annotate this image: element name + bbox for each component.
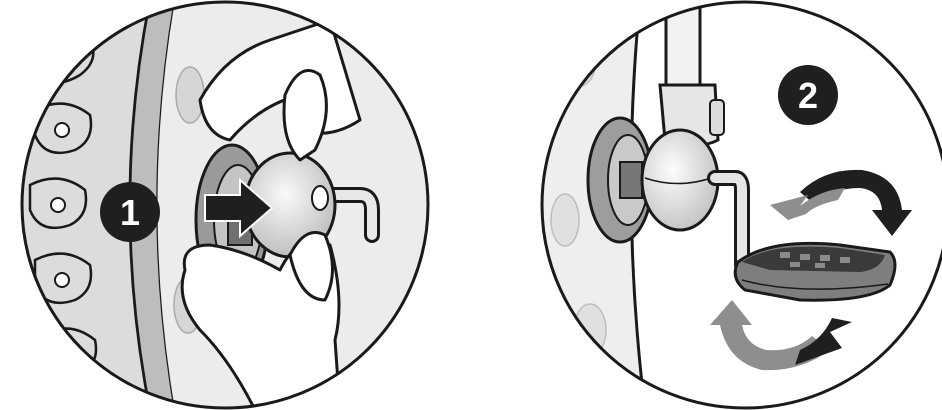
step-1-number: 1 — [120, 192, 140, 233]
step-1-badge: 1 — [100, 182, 160, 242]
step-1-illustration: 1 — [0, 0, 470, 410]
hub-cap — [642, 130, 718, 230]
step-2-panel: 2 — [470, 0, 942, 410]
step-2-badge: 2 — [778, 65, 838, 125]
step-2-illustration: 2 — [470, 0, 942, 410]
step-1-panel: 1 — [0, 0, 470, 410]
pedal — [735, 243, 895, 300]
step-2-number: 2 — [798, 75, 818, 116]
